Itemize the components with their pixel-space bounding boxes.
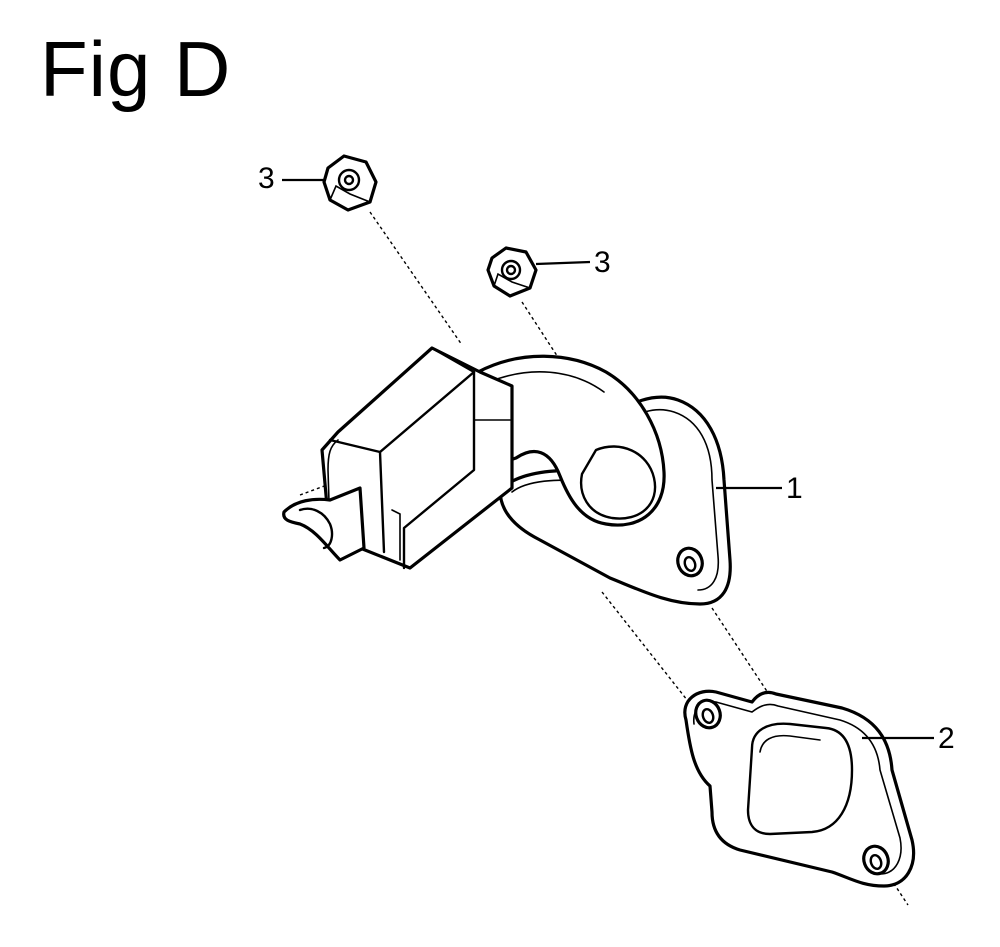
gasket-part <box>683 689 916 888</box>
callout-label-gasket: 2 <box>938 722 955 755</box>
callout-label-nut-upper: 3 <box>258 162 275 195</box>
callout-label-nut-right: 3 <box>594 246 611 279</box>
nut-part-right <box>486 246 538 298</box>
figure-title: Fig D <box>40 25 232 113</box>
leader-lines <box>282 178 934 740</box>
nut-part-upper <box>322 154 378 212</box>
muffler-elbow-part <box>282 346 732 606</box>
callout-label-muffler-elbow: 1 <box>786 472 803 505</box>
